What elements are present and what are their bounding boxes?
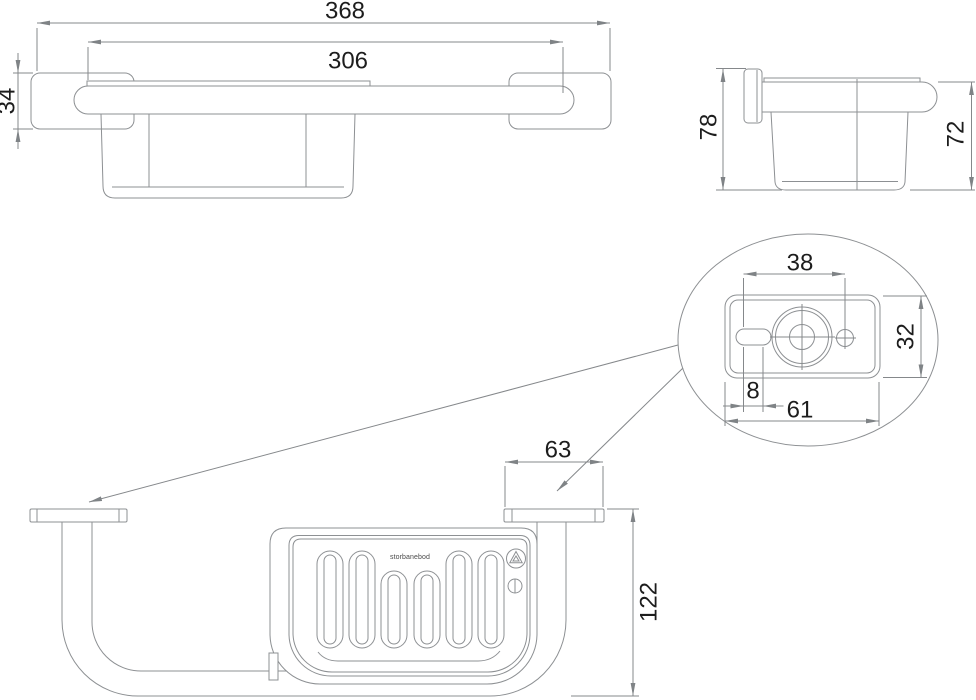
plan-basket-rim-inner [292,538,528,673]
dim-63-label: 63 [545,437,572,464]
front-basket-outline [100,113,356,199]
side-view: 78 72 [696,68,975,191]
dim-8-label: 8 [746,378,759,405]
side-wall-plate [743,68,763,124]
plan-basket-clip-tab [268,652,279,681]
molded-brand-text: storbanebod [390,554,430,561]
slot-inner [323,554,337,645]
front-view: 368 306 34 [0,0,612,199]
detail-plate-outer [724,294,881,379]
recycling-triangle-icon [506,548,526,569]
slot-outline [445,550,473,649]
detail-boss-crosshair [770,304,835,370]
dim-32-label: 32 [893,323,920,350]
plan-drainage-slots [316,550,505,649]
dim-34-label: 34 [0,88,21,115]
detail-bubble-circle [677,233,939,447]
slot-outline [380,570,408,649]
detail-keyhole-slot [735,328,772,346]
plan-basket-floor-edge [317,650,501,662]
detail-leader-left [88,344,679,503]
plan-right-plate-ticks [511,509,596,522]
plan-left-wall-plate [29,508,128,523]
slot-outline [413,570,441,649]
slot-inner [355,554,369,645]
slot-outline [477,550,505,649]
slot-outline [348,550,376,649]
detail-view: 38 8 61 32 [88,233,939,503]
dim-38-label: 38 [787,250,814,277]
front-rail-bar [73,85,575,115]
side-rail-bar [761,81,938,113]
side-shelf-lip [763,77,921,83]
bottom-view: storbanebod 63 122 [29,437,663,697]
circled-line-icon [507,578,523,594]
slot-outline [316,550,344,649]
plan-rail-outer [61,521,567,697]
detail-screw-hole-crosshair [835,327,856,349]
dim-122-label: 122 [636,582,663,622]
dim-306-label: 306 [328,48,368,75]
detail-leader-right [556,367,684,492]
dim-61-label: 61 [787,397,814,424]
dim-368-label: 368 [325,0,365,25]
slot-inner [484,554,498,645]
detail-plate-inner [729,299,876,374]
front-shelf-lip [86,80,371,87]
front-basket-taper-lines [148,114,307,187]
dim-72-label: 72 [943,121,970,148]
plan-basket-rim-outer [288,535,531,677]
side-basket-outline [770,111,909,191]
dim-78-label: 78 [696,114,723,141]
slot-inner [387,574,401,645]
plan-basket-outer [269,527,538,685]
plan-left-plate-ticks [36,509,120,522]
slot-inner [452,554,466,645]
slot-inner [420,574,434,645]
plan-right-wall-plate [503,508,605,523]
